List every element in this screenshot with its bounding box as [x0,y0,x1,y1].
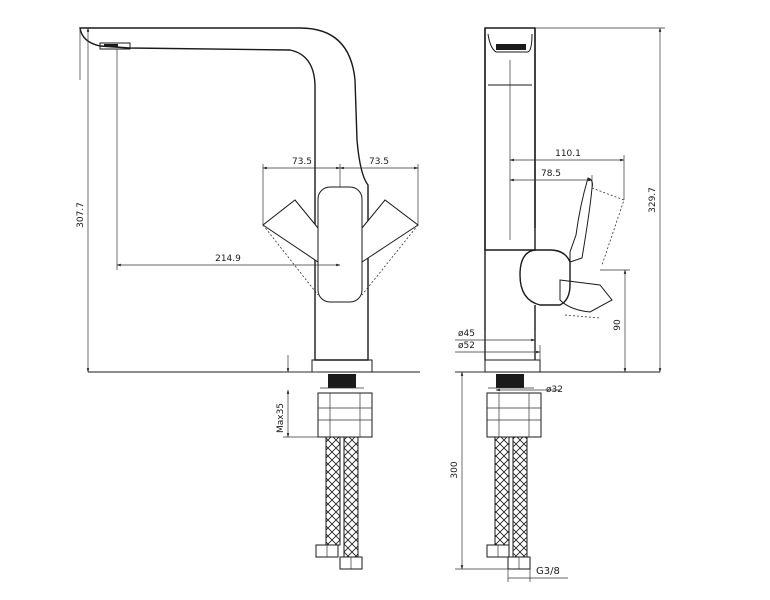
side-hose-right [512,436,528,558]
dim-total-height-label: 329.7 [648,187,658,213]
dim-hose-length-label: 300 [450,461,460,478]
dim-base-inner-label: ø45 [458,329,475,339]
handle-lever [317,186,363,303]
side-view: 110.1 78.5 329.7 90 ø45 ø52 ø32 300 [450,27,665,582]
spout-outline [79,27,369,361]
side-hose-left [494,436,510,546]
dim-handle-height-label: 90 [613,319,623,331]
dim-reach-label: 214.9 [215,254,241,264]
dim-height-label: 307.7 [76,202,86,228]
threaded-shank [328,374,356,388]
hose-left [325,436,341,546]
aerator [99,42,131,50]
dim-body-reach-label: 78.5 [541,169,561,179]
mounting-nut [317,392,373,438]
handle-wing-left [262,199,319,263]
side-handle-lever [569,177,593,263]
front-view: 307.7 214.9 73.5 73.5 Max35 [76,27,420,570]
handle-wing-right [361,199,419,263]
dim-spread-right-label: 73.5 [369,157,389,167]
dim-thread-label: G3/8 [536,566,560,577]
dim-shank-label: ø32 [546,385,563,395]
side-handle-body [519,249,571,306]
dim-spread-left-label: 73.5 [292,157,312,167]
base-ring [311,359,373,373]
side-threaded-shank [496,374,524,388]
dim-max-deck-label: Max35 [276,403,286,433]
hose-right [343,436,359,558]
dim-handle-reach-label: 110.1 [555,149,581,159]
side-base-ring [484,359,541,373]
dim-base-outer-label: ø52 [458,341,475,351]
side-mounting-nut [486,392,542,438]
